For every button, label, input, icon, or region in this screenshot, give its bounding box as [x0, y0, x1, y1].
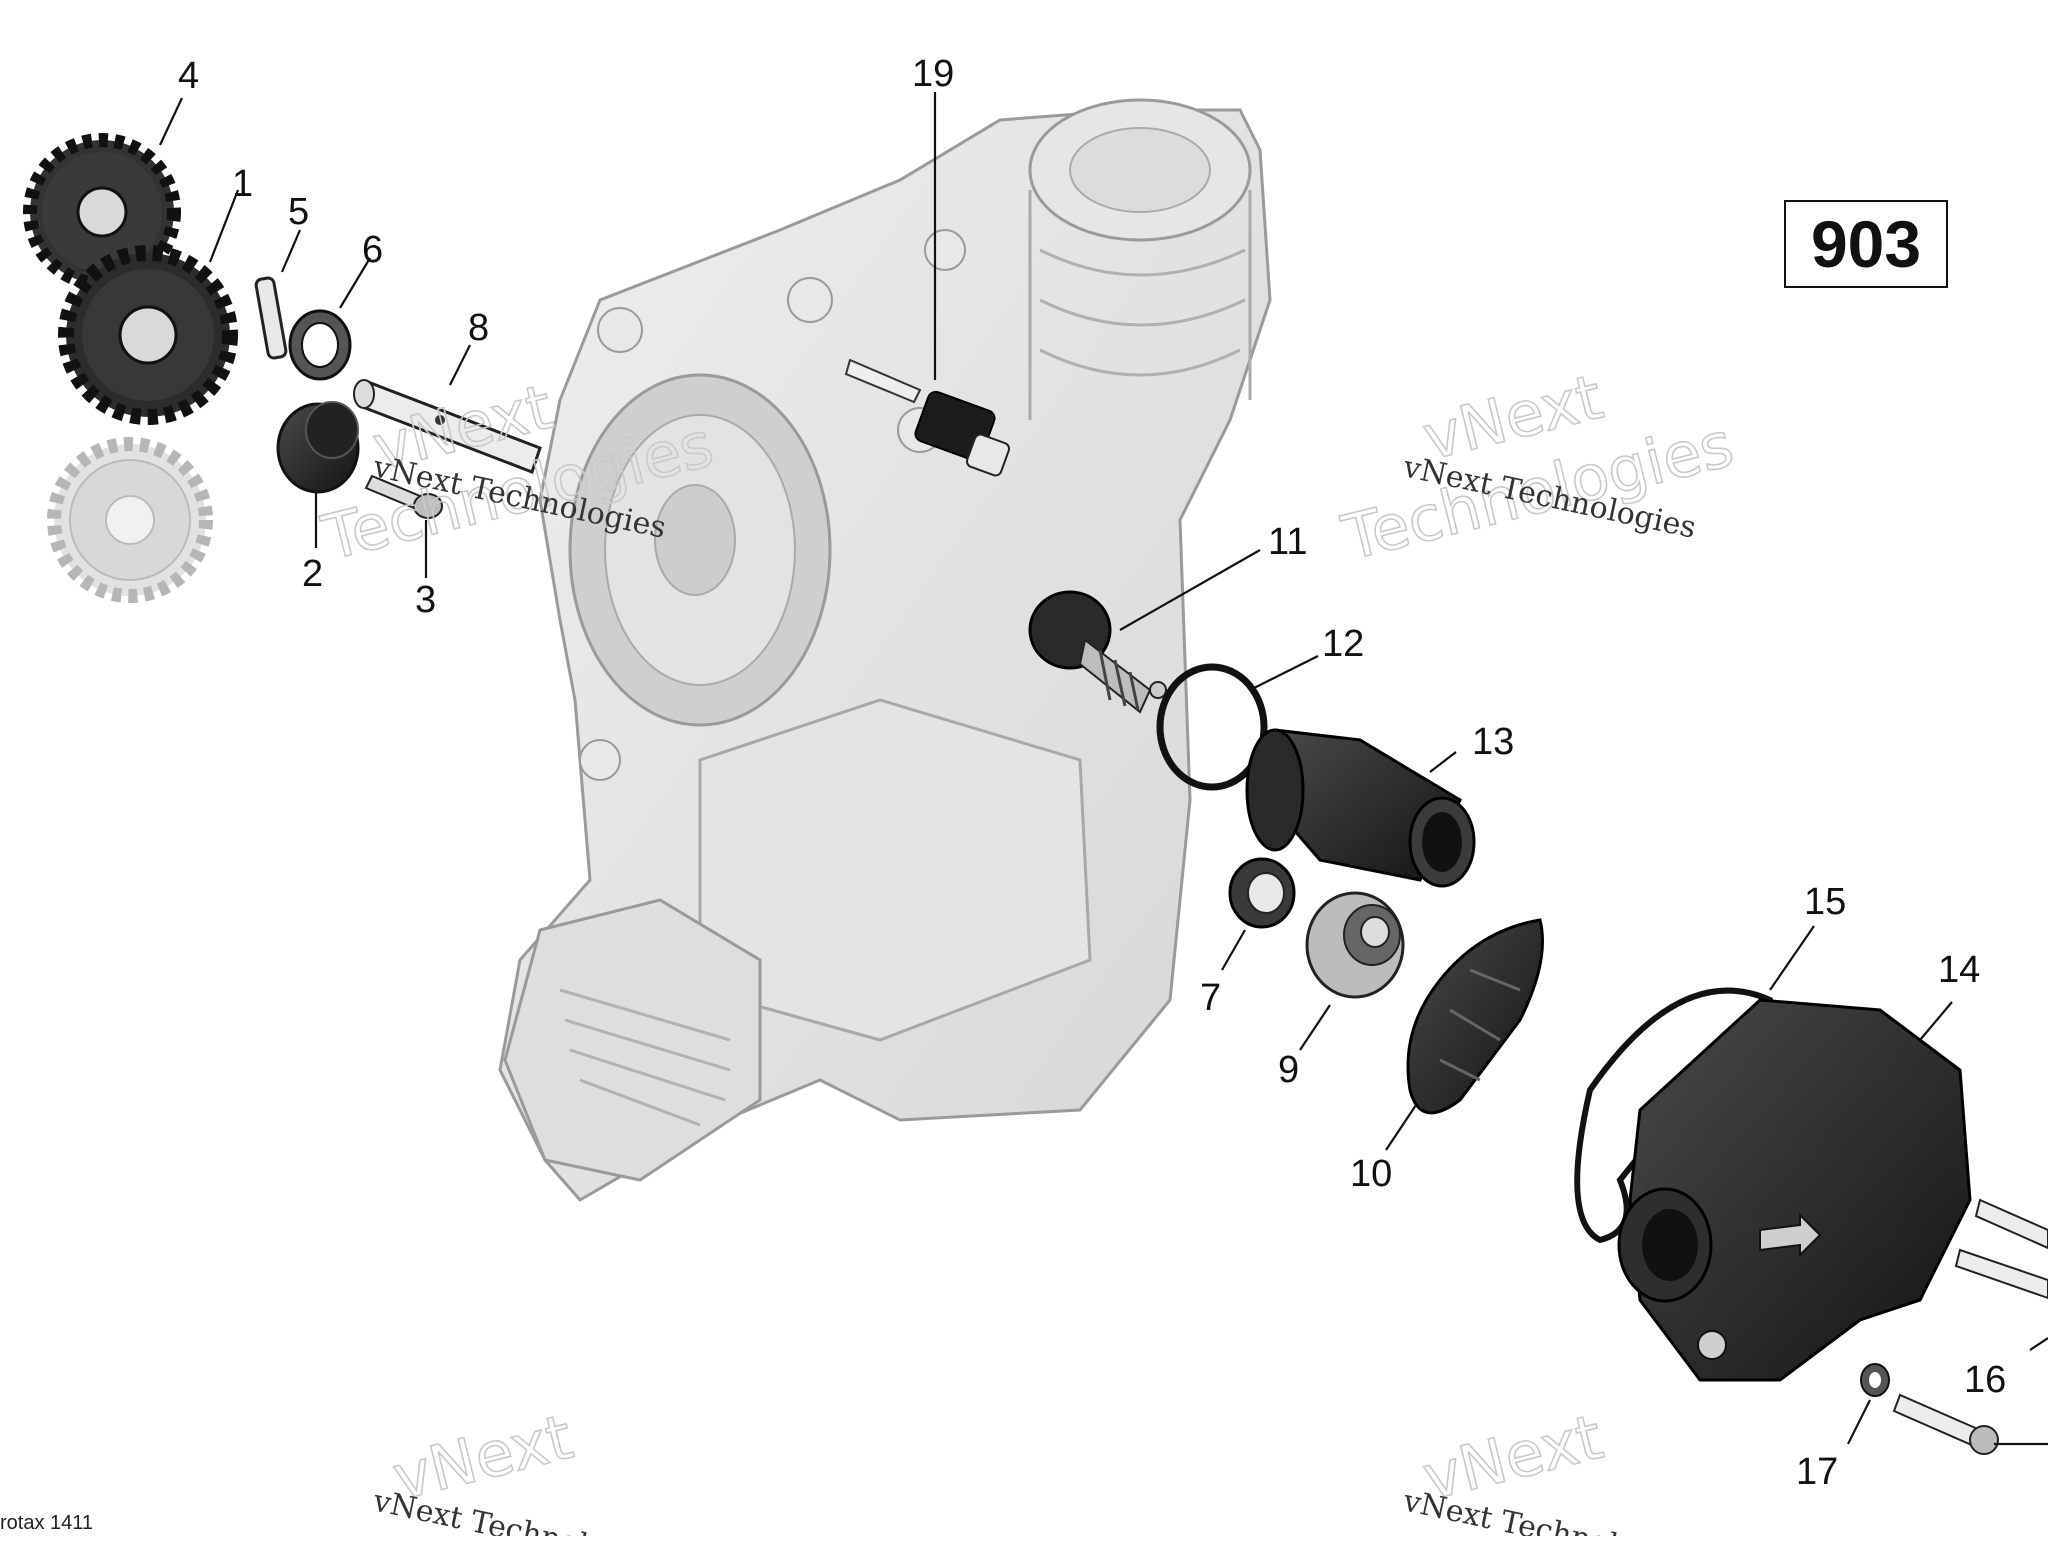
- callout-11: 11: [1268, 521, 1307, 563]
- callout-2: 2: [302, 553, 323, 595]
- watermark-3: vNext vNext Technologies: [369, 1399, 669, 1541]
- callout-4: 4: [178, 55, 199, 97]
- hose-fitting-13: [1245, 728, 1476, 888]
- watermark-4: vNext vNext Technologies: [1399, 1399, 1699, 1541]
- reference-code: rotax 1411: [0, 1512, 94, 1534]
- shaft-8: [353, 379, 542, 474]
- callout-12: 12: [1322, 623, 1364, 665]
- thermostat-11: [1028, 590, 1167, 714]
- pin-5: [254, 276, 288, 360]
- callout-7: 7: [1200, 977, 1221, 1019]
- seal-9: [1305, 891, 1405, 999]
- bushing-2: [276, 401, 360, 494]
- pump-cover-14: [1617, 998, 1972, 1382]
- diagram-number-badge: 903: [1784, 200, 1948, 288]
- impeller-10: [1406, 918, 1544, 1115]
- washer-17: [1860, 1363, 1890, 1397]
- callout-19: 19: [912, 53, 954, 95]
- washer-6: [288, 309, 352, 381]
- gear-ghost: [47, 437, 213, 603]
- callouts: 4 1 5 6 8 2 3 19 11 12 13 7 9 10 15 14 1…: [178, 53, 2006, 1493]
- sensor-19: [844, 358, 1011, 477]
- engine-housing: [498, 98, 1272, 1202]
- callout-9: 9: [1278, 1049, 1299, 1091]
- o-ring-12: [1156, 663, 1268, 791]
- callout-3: 3: [415, 579, 436, 621]
- diagram-number: 903: [1810, 207, 1922, 281]
- screws-16: [1954, 1198, 2048, 1300]
- callout-1: 1: [232, 163, 253, 205]
- callout-17: 17: [1796, 1451, 1838, 1493]
- callout-16: 16: [1964, 1359, 2006, 1401]
- callout-13: 13: [1472, 721, 1514, 763]
- callout-6: 6: [362, 229, 383, 271]
- callout-5: 5: [288, 191, 309, 233]
- seal-ring-7: [1228, 857, 1296, 929]
- bolt-17b: [1892, 1393, 1999, 1455]
- callout-15: 15: [1804, 881, 1846, 923]
- svg-text:vNext Technologies: vNext Technologies: [369, 1483, 669, 1536]
- svg-text:vNext Technologies: vNext Technologies: [1399, 1483, 1699, 1536]
- gear-1: [58, 245, 238, 425]
- callout-10: 10: [1350, 1153, 1392, 1195]
- callout-8: 8: [468, 307, 489, 349]
- bolt-3: [364, 474, 443, 519]
- callout-14: 14: [1938, 949, 1980, 991]
- leader-lines: [159, 92, 2048, 1446]
- watermark-2: vNext Technologies vNext Technologies: [1334, 359, 1741, 575]
